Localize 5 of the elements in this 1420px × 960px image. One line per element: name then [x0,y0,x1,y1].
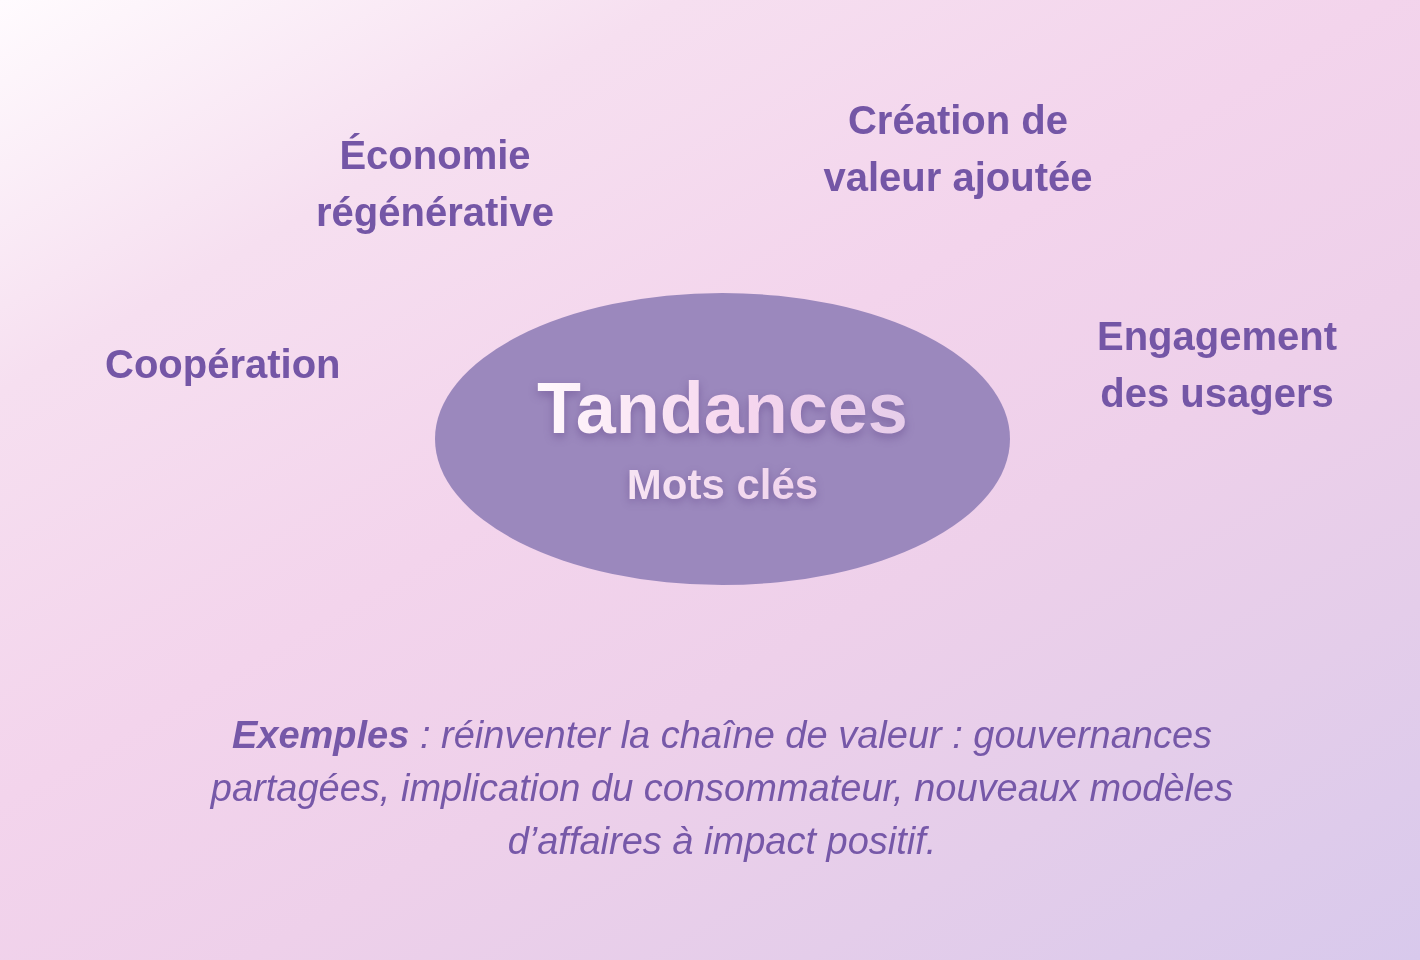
keyword-label: Coopération [105,341,341,388]
keyword-label: Économie régénérative [315,132,555,236]
keyword-label: Création de valeur ajoutée [822,97,1094,201]
caption-text: Exemples : réinventer la chaîne de valeur : gouvernances partagées, implication du consommateur, nouveaux modèles d’affaires à impact positif. [209,713,1235,864]
keyword-label: Engagement des usagers [1095,313,1338,417]
